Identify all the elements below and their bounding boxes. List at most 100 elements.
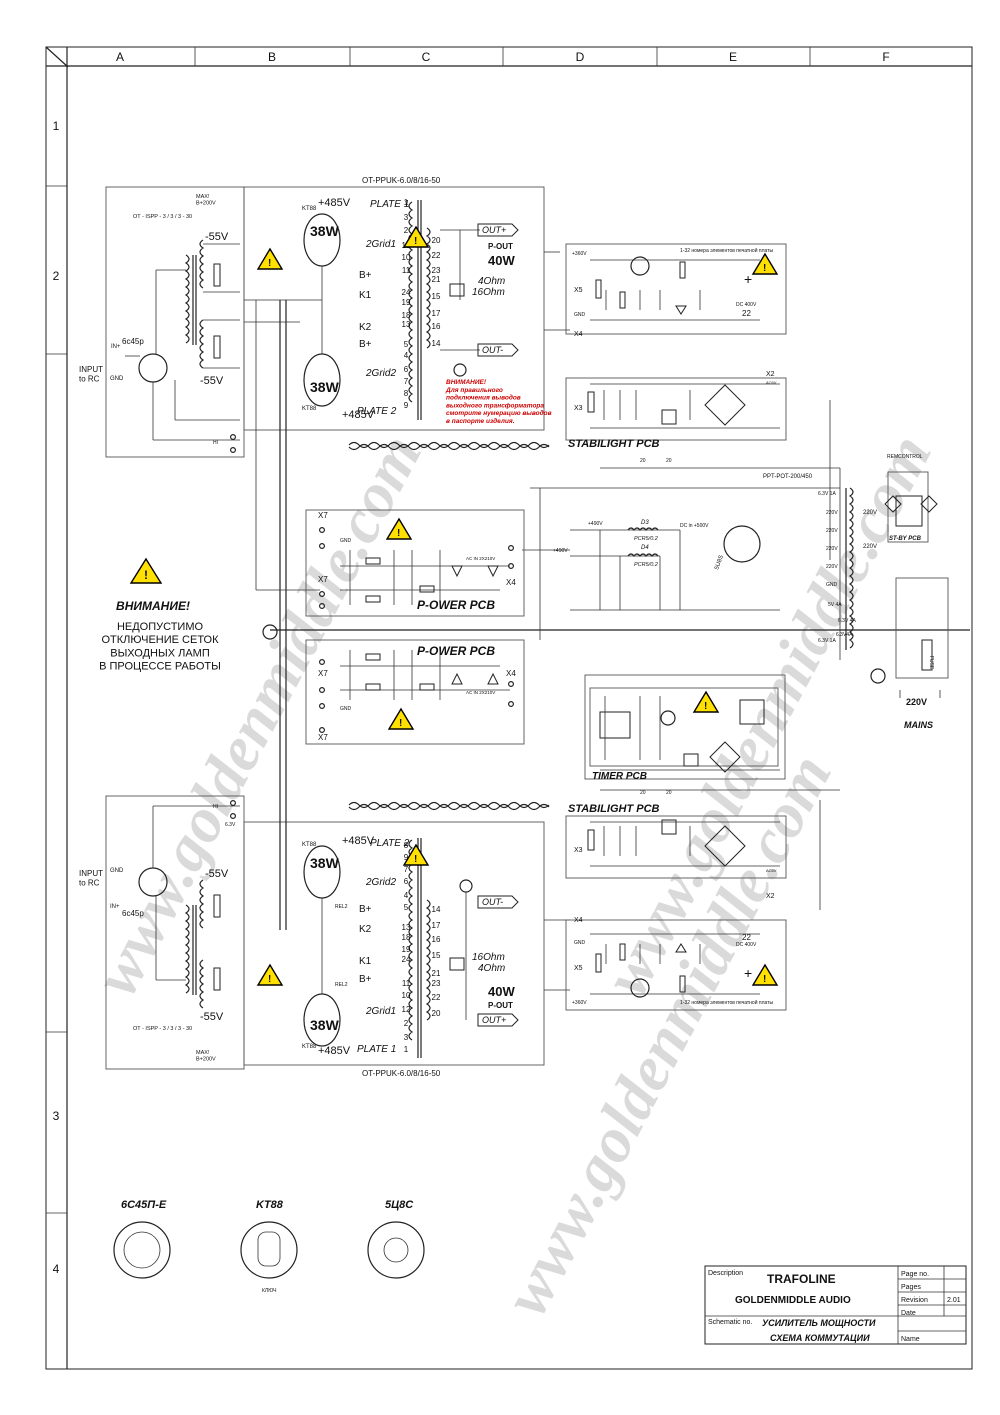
svg-text:PCR5/0.2: PCR5/0.2 — [634, 562, 658, 568]
company-name: TRAFOLINE — [767, 1272, 836, 1286]
svg-text:PLATE 1: PLATE 1 — [357, 1044, 396, 1055]
chassis-ground — [262, 624, 278, 640]
twisted-pair-bottom — [348, 801, 550, 809]
svg-text:P-OWER PCB: P-OWER PCB — [417, 598, 495, 612]
svg-text:20: 20 — [666, 790, 672, 796]
brand-name: GOLDENMIDDLE AUDIO — [735, 1295, 851, 1306]
svg-text:220V: 220V — [906, 697, 927, 707]
svg-text:+490V: +490V — [553, 548, 568, 554]
svg-text:+: + — [744, 271, 752, 287]
svg-text:2Grid2: 2Grid2 — [365, 368, 396, 379]
svg-text:18: 18 — [402, 311, 411, 320]
svg-text:1-32 номера элементов печатной: 1-32 номера элементов печатной платы — [680, 999, 773, 1006]
svg-text:!: ! — [268, 258, 271, 269]
svg-text:18: 18 — [402, 933, 411, 942]
svg-text:GND: GND — [110, 868, 124, 874]
svg-text:OUT-: OUT- — [482, 897, 503, 907]
svg-text:1: 1 — [404, 198, 409, 207]
svg-text:!: ! — [704, 701, 707, 712]
svg-text:GND: GND — [110, 376, 124, 382]
svg-text:20: 20 — [640, 790, 646, 796]
svg-text:4: 4 — [404, 351, 409, 360]
svg-text:14: 14 — [432, 339, 441, 348]
tube-pinouts: 6C45П-E KT88 КЛЮЧ 5Ц8С — [113, 1199, 425, 1294]
svg-text:24: 24 — [402, 955, 411, 964]
warning-icon: ! — [751, 252, 779, 275]
svg-text:3: 3 — [404, 1033, 409, 1042]
svg-text:!: ! — [763, 263, 766, 274]
svg-text:21: 21 — [432, 969, 441, 978]
svg-text:7: 7 — [404, 865, 409, 874]
maxi-label-top: MAX!B+200V — [196, 194, 216, 207]
warning-icon: ! — [751, 963, 779, 986]
pass-transistor-top — [630, 256, 650, 276]
svg-text:F: F — [882, 50, 889, 64]
svg-text:P-OWER PCB: P-OWER PCB — [417, 644, 495, 658]
svg-text:6: 6 — [404, 365, 409, 374]
svg-text:8: 8 — [404, 389, 409, 398]
pinout-key-label: КЛЮЧ — [262, 1288, 276, 1294]
interstage-transformer-label-top: OT - ISPP - 3 / 3 / 3 - 30 — [133, 214, 192, 220]
column-labels: A B C D E F — [116, 50, 890, 64]
svg-text:GND: GND — [340, 538, 352, 544]
p-ower-pcb-bottom: P-OWER PCB X7 X7 X4 AC IN 2X210V GND — [305, 639, 525, 745]
interstage-transformer-label-bottom: OT - ISPP - 3 / 3 / 3 - 30 — [133, 1026, 192, 1032]
svg-text:220V: 220V — [863, 510, 877, 516]
svg-text:PCR5/0.2: PCR5/0.2 — [634, 536, 658, 542]
warning-icon: ! — [402, 843, 430, 866]
svg-text:D3: D3 — [641, 520, 649, 526]
out-minus-terminal-top — [477, 343, 519, 357]
svg-text:Description: Description — [708, 1270, 743, 1277]
kt88-tube-bottom-1 — [303, 845, 341, 899]
svg-text:19: 19 — [402, 945, 411, 954]
hv-rectifier: +490V +490V DC in +500V PCR5/0.2 PCR5/0.… — [553, 520, 780, 611]
svg-text:REMCONTROL: REMCONTROL — [887, 454, 923, 460]
svg-text:X7: X7 — [318, 511, 328, 520]
svg-text:+: + — [744, 965, 752, 981]
svg-text:Revision: Revision — [901, 1297, 928, 1304]
svg-text:6.3V 1A: 6.3V 1A — [818, 638, 836, 644]
svg-text:PLATE 2: PLATE 2 — [370, 838, 410, 849]
kt88-label-1: KT88 — [302, 206, 317, 212]
svg-text:A: A — [116, 50, 124, 64]
svg-text:!: ! — [763, 974, 766, 985]
warning-triangles: ! ! ! ! ! ! ! ! ! ! — [129, 225, 779, 986]
svg-text:+485V: +485V — [318, 1045, 351, 1057]
svg-text:22: 22 — [432, 993, 441, 1002]
svg-text:4Ohm: 4Ohm — [478, 963, 505, 974]
svg-text:GND: GND — [574, 940, 586, 946]
svg-text:6: 6 — [404, 877, 409, 886]
svg-text:2Grid2: 2Grid2 — [365, 877, 396, 888]
svg-text:3: 3 — [53, 1109, 60, 1123]
svg-text:6c45p: 6c45p — [122, 337, 144, 346]
svg-text:PLATE 2: PLATE 2 — [357, 406, 397, 417]
output-transformer-label-top: OT-PPUK-6.0/8/16-50 — [362, 176, 441, 185]
svg-text:5: 5 — [404, 903, 409, 912]
svg-text:220V: 220V — [826, 528, 838, 534]
svg-text:220V: 220V — [826, 546, 838, 552]
svg-text:TIMER PCB: TIMER PCB — [592, 771, 647, 782]
pass-transistor-bottom — [630, 978, 650, 998]
svg-text:2: 2 — [53, 269, 60, 283]
svg-text:10: 10 — [402, 253, 411, 262]
svg-text:38W: 38W — [310, 1017, 340, 1033]
svg-text:+485V: +485V — [342, 835, 375, 847]
svg-text:K2: K2 — [359, 322, 372, 333]
sheet-frame — [45, 46, 973, 1370]
out-plus-terminal-bottom — [477, 1013, 519, 1027]
plate-voltage-2: +485V — [342, 409, 375, 421]
svg-text:X7: X7 — [318, 733, 328, 742]
channel-bottom: MAX!B+200V OT - ISPP - 3 / 3 / 3 - 30 -5… — [79, 795, 550, 1078]
svg-text:+490V: +490V — [588, 521, 603, 527]
svg-text:STABILIGHT PCB: STABILIGHT PCB — [568, 438, 660, 450]
svg-text:DC in +500V: DC in +500V — [680, 523, 709, 529]
svg-text:OUT+: OUT+ — [482, 1015, 506, 1025]
ground-symbol-bottom — [459, 879, 473, 893]
svg-text:AC IN 2X210V: AC IN 2X210V — [466, 556, 495, 561]
svg-text:22: 22 — [742, 309, 751, 318]
svg-text:X3: X3 — [574, 405, 583, 412]
